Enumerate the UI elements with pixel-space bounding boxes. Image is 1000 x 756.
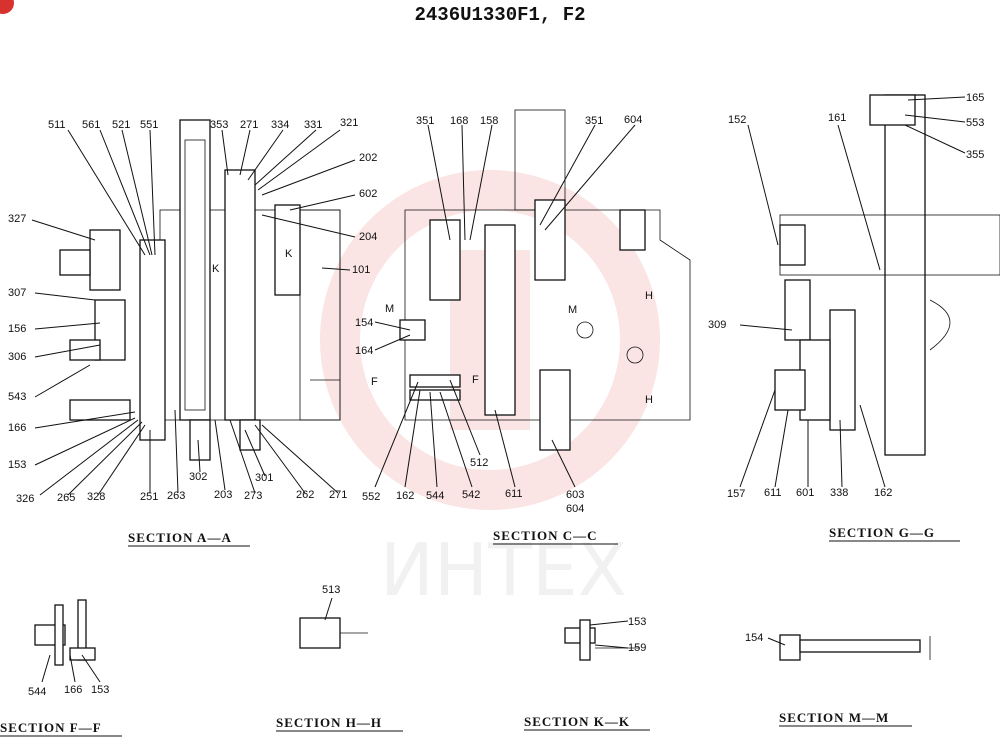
part-label: 551 (140, 119, 158, 131)
part-label: 521 (112, 119, 130, 131)
part-label: 251 (140, 491, 158, 503)
part-label: 203 (214, 489, 232, 501)
part-label: 154 (745, 632, 763, 644)
part-label: 338 (830, 487, 848, 499)
part-label: 355 (966, 149, 984, 161)
part-label: 611 (764, 487, 782, 499)
part-label: 271 (329, 489, 347, 501)
part-label: 161 (828, 112, 846, 124)
part-label: 327 (8, 213, 26, 225)
part-label: 306 (8, 351, 26, 363)
section-kk-drawing (564, 619, 640, 661)
part-label: 158 (480, 115, 498, 127)
mark-k-right: K (285, 248, 293, 260)
section-ff-drawing (34, 599, 96, 666)
watermark-text: ИНТЕХ (380, 528, 627, 612)
part-label: 601 (796, 487, 814, 499)
part-label: 265 (57, 492, 75, 504)
section-title-gg: SECTION G—G (829, 525, 935, 540)
corner-badge-icon (0, 0, 14, 14)
part-label: 273 (244, 490, 262, 502)
drawing-title: 2436U1330F1, F2 (414, 4, 586, 26)
leader-lines (31, 96, 966, 683)
part-label: 326 (16, 493, 34, 505)
section-title-aa: SECTION A—A (128, 530, 232, 545)
section-titles: SECTION A—A SECTION C—C SECTION G—G SECT… (0, 525, 960, 737)
part-label: 334 (271, 119, 289, 131)
part-label: 604 (624, 114, 642, 126)
part-label: 152 (728, 114, 746, 126)
section-title-cc: SECTION C—C (493, 528, 598, 543)
part-labels-gg: 165 553 355 152 161 309 157 611 601 338 … (708, 92, 984, 500)
part-label: 166 (8, 422, 26, 434)
part-label: 165 (966, 92, 984, 104)
part-label: 262 (296, 489, 314, 501)
mark-m-right: M (568, 304, 577, 316)
part-label: 543 (8, 391, 26, 403)
part-label: 331 (304, 119, 322, 131)
section-aa-drawing (59, 119, 341, 461)
part-label: 271 (240, 119, 258, 131)
section-mm-drawing (779, 634, 931, 661)
section-title-ff: SECTION F—F (0, 720, 102, 735)
part-label: 153 (628, 616, 646, 628)
part-label: 156 (8, 323, 26, 335)
part-labels-aa: 511 561 521 551 353 271 334 331 321 202 … (8, 117, 377, 505)
part-label: 159 (628, 642, 646, 654)
part-label: 307 (8, 287, 26, 299)
mark-f-right: F (472, 374, 479, 386)
mark-h-top: H (645, 290, 653, 302)
part-label: 101 (352, 264, 370, 276)
part-label: 553 (966, 117, 984, 129)
part-label: 263 (167, 490, 185, 502)
part-label: 301 (255, 472, 273, 484)
part-labels-cc: 351 168 158 351 604 154 164 552 162 544 … (355, 114, 642, 515)
part-label: 604 (566, 503, 584, 515)
part-label: 542 (462, 489, 480, 501)
section-cc-drawing (399, 109, 691, 451)
section-title-mm: SECTION M—M (779, 710, 889, 725)
part-label: 512 (470, 457, 488, 469)
part-label: 513 (322, 584, 340, 596)
section-title-kk: SECTION K—K (524, 714, 630, 729)
part-label: 544 (28, 686, 46, 698)
part-label: 154 (355, 317, 373, 329)
mark-m-left: M (385, 303, 394, 315)
part-label: 603 (566, 489, 584, 501)
part-label: 611 (505, 488, 523, 500)
mark-f-left: F (371, 376, 378, 388)
part-label: 511 (48, 119, 66, 131)
part-label: 168 (450, 115, 468, 127)
part-label: 321 (340, 117, 358, 129)
section-hh-drawing (299, 617, 368, 649)
part-label: 561 (82, 119, 100, 131)
part-label: 328 (87, 491, 105, 503)
part-label: 552 (362, 491, 380, 503)
mark-h-bottom: H (645, 394, 653, 406)
mark-k-left: K (212, 263, 220, 275)
part-label: 204 (359, 231, 377, 243)
part-label: 166 (64, 684, 82, 696)
section-title-hh: SECTION H—H (276, 715, 382, 730)
part-label: 153 (8, 459, 26, 471)
part-labels-small: 544 166 153 513 153 159 154 (28, 584, 763, 698)
part-label: 353 (210, 119, 228, 131)
part-label: 602 (359, 188, 377, 200)
section-marks: K K M M F F H H (212, 248, 653, 406)
part-label: 153 (91, 684, 109, 696)
part-label: 164 (355, 345, 373, 357)
part-label: 157 (727, 488, 745, 500)
part-label: 302 (189, 471, 207, 483)
part-label: 202 (359, 152, 377, 164)
part-label: 351 (585, 115, 603, 127)
part-label: 544 (426, 490, 444, 502)
section-gg-drawing (774, 94, 1000, 456)
part-label: 162 (874, 487, 892, 499)
part-label: 309 (708, 319, 726, 331)
part-label: 162 (396, 490, 414, 502)
part-label: 351 (416, 115, 434, 127)
